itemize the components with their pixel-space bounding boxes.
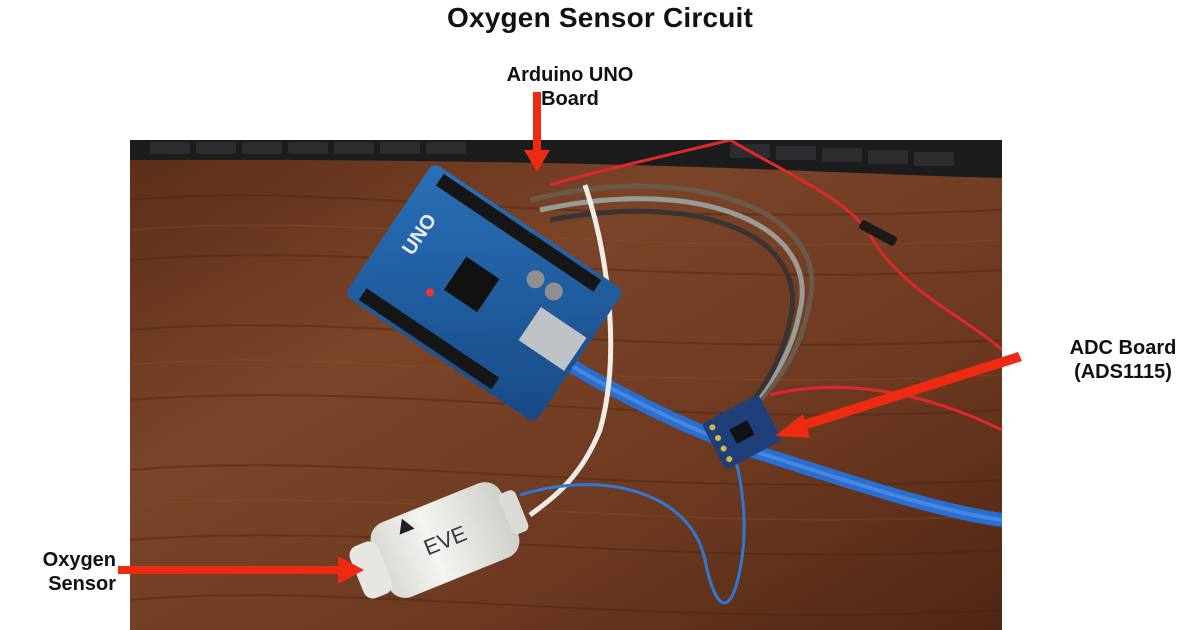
- circuit-photo-illustration: UNO EVE: [130, 140, 1002, 630]
- label-oxygen-sensor: Oxygen Sensor: [0, 548, 116, 596]
- page-title: Oxygen Sensor Circuit: [446, 2, 754, 33]
- arduino-board: UNO: [347, 165, 622, 421]
- label-arduino-line1: Arduino UNO: [506, 64, 634, 86]
- red-wire-right: [729, 140, 1002, 352]
- label-adc-board: ADC Board (ADS1115): [1048, 336, 1198, 384]
- wire-connector: [859, 220, 897, 246]
- blue-wire-sensor: [519, 439, 746, 605]
- label-arduino-board: Arduino UNO Board: [480, 63, 660, 111]
- label-oxygen-line1: Oxygen: [42, 549, 116, 571]
- white-wire: [528, 184, 614, 518]
- ribbon-wire-3: [549, 208, 795, 422]
- circuit-photo: UNO EVE: [130, 140, 1002, 630]
- oxygen-sensor: EVE: [349, 482, 529, 599]
- adc-board: [702, 395, 782, 469]
- ribbon-wire-1: [529, 183, 815, 412]
- label-oxygen-line2: Sensor: [48, 573, 116, 595]
- label-arduino-line2: Board: [541, 88, 599, 110]
- label-adc-line2: (ADS1115): [1074, 361, 1172, 383]
- label-adc-line1: ADC Board: [1069, 337, 1177, 359]
- ribbon-wire-2: [539, 196, 805, 417]
